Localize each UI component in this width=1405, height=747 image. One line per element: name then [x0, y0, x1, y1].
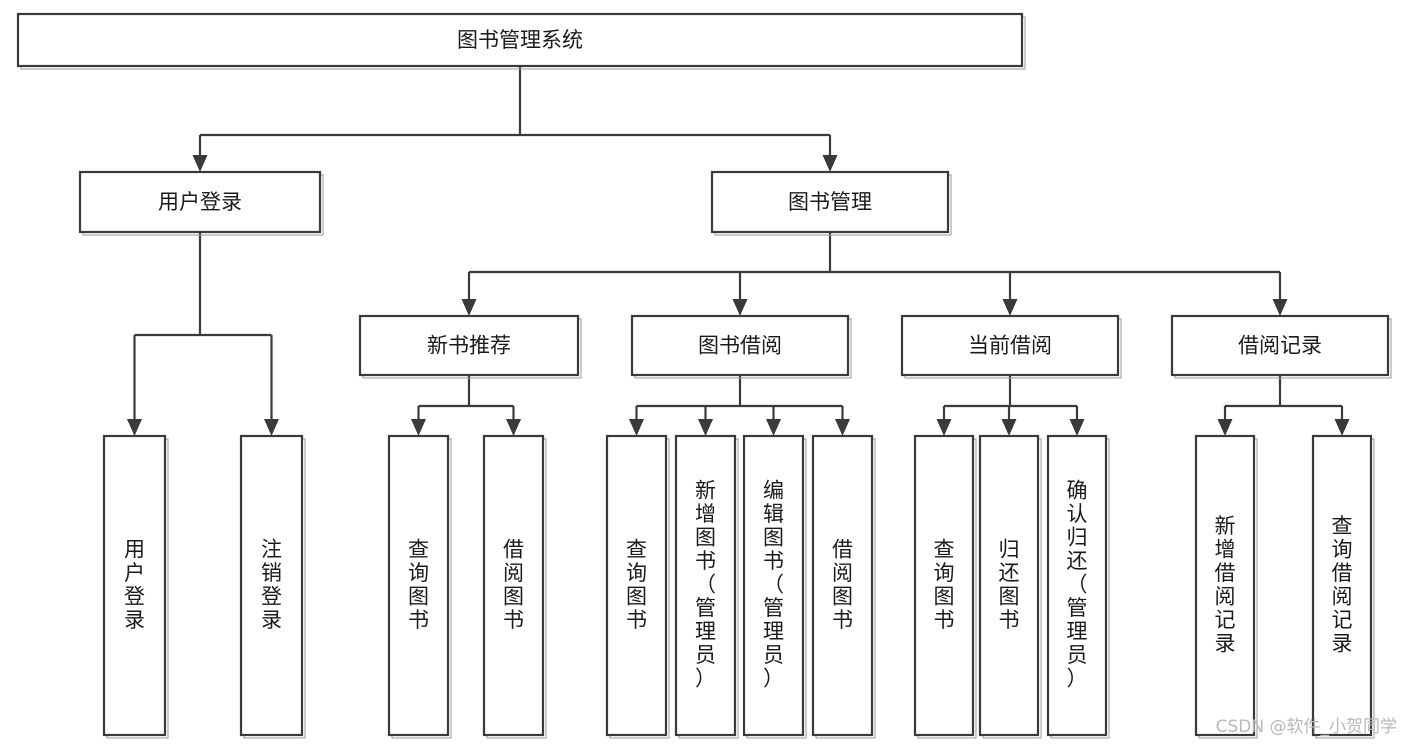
node-rect: [978, 434, 1040, 737]
node-rect: [102, 434, 167, 737]
node-l2-current[interactable]: 当前借阅: [900, 314, 1122, 379]
edge-arrowhead: [1002, 299, 1018, 316]
node-leaf-cur-confirm[interactable]: 确认归还（管理员）: [1046, 434, 1110, 739]
node-leaf-user-logout[interactable]: 注销登录: [239, 434, 306, 739]
node-l2-record[interactable]: 借阅记录: [1170, 314, 1392, 379]
edge-arrowhead: [411, 419, 426, 436]
edge-arrowhead: [1334, 419, 1350, 436]
edge-arrowhead: [461, 299, 477, 316]
node-leaf-new-query[interactable]: 查询图书: [387, 434, 452, 739]
node-label: 借阅记录: [1238, 334, 1322, 358]
node-label: 用户登录: [124, 537, 145, 632]
node-rect: [742, 434, 805, 737]
edge-arrowhead: [822, 155, 838, 172]
edge-arrowhead: [1272, 299, 1288, 316]
node-leaf-rec-add[interactable]: 新增借阅记录: [1194, 434, 1258, 739]
node-rect: [710, 170, 950, 234]
node-root[interactable]: 图书管理系统: [16, 12, 1026, 70]
node-rect: [811, 434, 874, 737]
node-leaf-br-borrow[interactable]: 借阅图书: [811, 434, 876, 739]
node-rect: [900, 314, 1120, 377]
edge-arrowhead: [1069, 419, 1085, 436]
edge-arrowhead: [127, 419, 142, 436]
node-rect: [387, 434, 450, 737]
edge-arrowhead: [732, 299, 748, 316]
node-label: 注销登录: [261, 537, 282, 632]
node-label: 新增图书（管理员）: [695, 479, 716, 691]
node-rect: [78, 170, 322, 234]
node-label: 编辑图书（管理员）: [763, 479, 784, 691]
node-rect: [1170, 314, 1390, 377]
node-rect: [630, 314, 850, 377]
edge-layer: [127, 66, 1350, 436]
node-l2-borrow[interactable]: 图书借阅: [630, 314, 852, 379]
node-leaf-br-query[interactable]: 查询图书: [605, 434, 670, 739]
node-label: 查询借阅记录: [1332, 514, 1353, 656]
node-label: 用户登录: [158, 190, 242, 214]
node-leaf-cur-return[interactable]: 归还图书: [978, 434, 1042, 739]
node-label: 新增借阅记录: [1215, 514, 1236, 656]
node-rect: [605, 434, 668, 737]
node-l1-user[interactable]: 用户登录: [78, 170, 324, 236]
edge-arrowhead: [698, 419, 713, 436]
edge-arrowhead: [766, 419, 781, 436]
csdn-watermark: CSDN @软件_小贺同学: [1216, 717, 1397, 737]
node-rect: [913, 434, 975, 737]
edge-arrowhead: [629, 419, 644, 436]
node-l1-book[interactable]: 图书管理: [710, 170, 952, 236]
node-label: 查询图书: [934, 537, 955, 632]
node-leaf-user-login[interactable]: 用户登录: [102, 434, 169, 739]
node-label: 查询图书: [408, 537, 429, 632]
node-leaf-new-borrow[interactable]: 借阅图书: [482, 434, 547, 739]
edge-arrowhead: [506, 419, 521, 436]
edge-arrowhead: [1001, 419, 1017, 436]
node-label: 图书管理系统: [457, 28, 583, 52]
node-leaf-br-edit[interactable]: 编辑图书（管理员）: [742, 434, 807, 739]
node-leaf-rec-query[interactable]: 查询借阅记录: [1311, 434, 1375, 739]
node-rect: [1311, 434, 1373, 737]
edge-arrowhead: [835, 419, 850, 436]
node-label: 确认归还（管理员）: [1067, 479, 1088, 691]
node-label: 图书借阅: [698, 334, 782, 358]
node-leaf-cur-query[interactable]: 查询图书: [913, 434, 977, 739]
node-rect: [482, 434, 545, 737]
node-label: 当前借阅: [968, 334, 1052, 358]
node-rect: [16, 12, 1024, 68]
node-layer: 图书管理系统用户登录图书管理新书推荐图书借阅当前借阅借阅记录用户登录注销登录查询…: [16, 12, 1392, 739]
edge-arrowhead: [192, 155, 208, 172]
edge-arrowhead: [1217, 419, 1233, 436]
node-rect: [1046, 434, 1108, 737]
node-l2-newbook[interactable]: 新书推荐: [358, 314, 582, 379]
node-leaf-br-add[interactable]: 新增图书（管理员）: [674, 434, 739, 739]
node-label: 借阅图书: [832, 537, 853, 632]
edge-arrowhead: [936, 419, 952, 436]
node-rect: [1194, 434, 1256, 737]
edge-arrowhead: [264, 419, 279, 436]
node-rect: [358, 314, 580, 377]
node-label: 图书管理: [788, 190, 872, 214]
node-label: 归还图书: [999, 537, 1020, 632]
node-rect: [674, 434, 737, 737]
node-rect: [239, 434, 304, 737]
node-label: 借阅图书: [503, 537, 524, 632]
node-label: 查询图书: [626, 537, 647, 632]
node-label: 新书推荐: [427, 334, 511, 358]
